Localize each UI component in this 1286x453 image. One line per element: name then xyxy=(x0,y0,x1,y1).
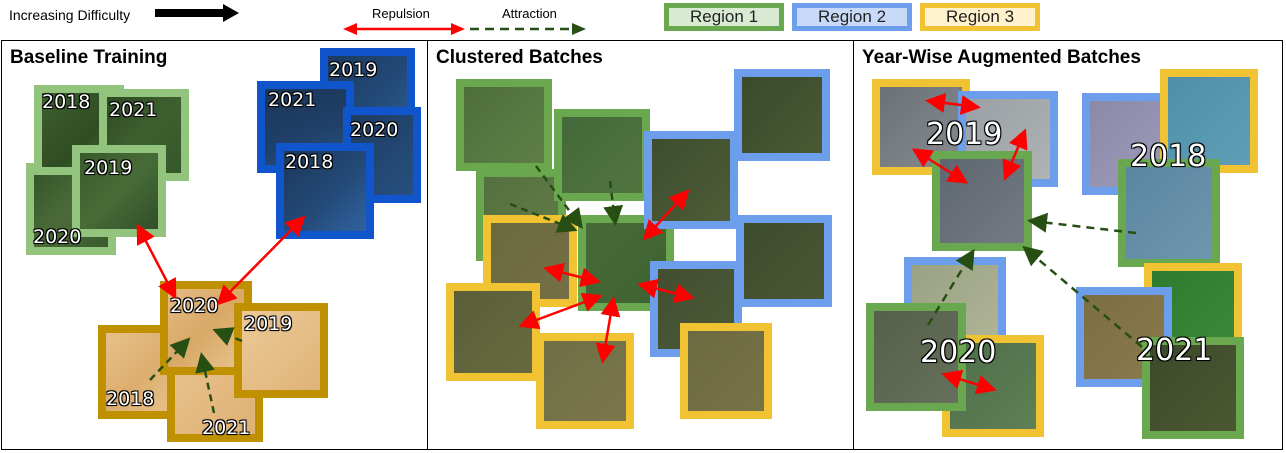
repulsion-arrow xyxy=(642,189,690,241)
year-wise-augmented-panel: Year-Wise Augmented Batches 2019 2018 20… xyxy=(853,40,1283,450)
repulsion-label: Repulsion xyxy=(372,6,430,21)
year-label: 2021 xyxy=(268,89,317,111)
desert-tile xyxy=(234,303,328,398)
region-1-tile xyxy=(554,109,650,201)
region-1-tile xyxy=(456,79,552,171)
year-label: 2021 xyxy=(109,99,158,121)
attraction-arrow xyxy=(534,165,583,230)
repulsion-arrow xyxy=(216,215,306,306)
repulsion-arrow xyxy=(637,278,695,304)
repulsion-arrow xyxy=(925,93,981,115)
baseline-arrows xyxy=(136,215,306,414)
repulsion-arrow xyxy=(136,223,177,300)
attraction-arrow xyxy=(1027,212,1137,235)
attraction-arrow xyxy=(509,202,578,233)
year-label: 2020 xyxy=(350,119,399,141)
difficulty-label: Increasing Difficulty xyxy=(9,7,131,23)
attraction-label: Attraction xyxy=(502,6,557,21)
attraction-arrow xyxy=(149,337,191,381)
year-label: 2019 xyxy=(84,157,133,179)
region-2-tile xyxy=(734,69,830,161)
year-label: 2018 xyxy=(42,91,91,113)
region-1-tile xyxy=(1118,159,1220,267)
year-label: 2019 xyxy=(329,59,378,81)
panel-title: Year-Wise Augmented Batches xyxy=(862,47,1141,68)
year-label: 2020 xyxy=(170,295,219,317)
year-label: 2019 xyxy=(244,313,293,335)
year-label: 2020 xyxy=(920,335,997,370)
baseline-training-panel: Baseline Training 2018 2021 2019 2020 20… xyxy=(1,40,428,450)
panel-title: Baseline Training xyxy=(10,47,168,68)
region-3-tile xyxy=(680,323,772,419)
region-1-label: Region 1 xyxy=(689,7,759,26)
year-label: 2018 xyxy=(285,151,334,173)
repulsion-arrow xyxy=(911,148,969,184)
difficulty-arrow-icon xyxy=(155,4,239,22)
region-2-badge: Region 2 xyxy=(792,3,912,31)
year-label: 2021 xyxy=(1136,333,1213,368)
forest-tile xyxy=(72,145,166,237)
repulsion-arrow xyxy=(518,292,603,330)
region-1-tile xyxy=(1142,337,1244,439)
region-3-badge: Region 3 xyxy=(920,3,1040,31)
year-label: 2018 xyxy=(106,388,155,410)
panel-title: Clustered Batches xyxy=(436,47,603,68)
year-label: 2019 xyxy=(926,117,1003,152)
region-2-label: Region 2 xyxy=(817,7,887,26)
repulsion-legend-arrow xyxy=(343,23,465,35)
yearwise-arrows xyxy=(911,93,1143,395)
attraction-arrow xyxy=(1022,245,1143,348)
year-label: 2020 xyxy=(33,226,82,248)
attraction-arrow xyxy=(212,327,243,346)
attraction-legend-arrow xyxy=(470,23,586,35)
repulsion-arrow xyxy=(595,296,621,364)
region-3-label: Region 3 xyxy=(945,7,1015,26)
attraction-arrow xyxy=(926,248,975,326)
year-label: 2018 xyxy=(1130,139,1207,174)
attraction-arrow xyxy=(195,352,216,414)
top-legend: Increasing Difficulty Repulsion Attracti… xyxy=(0,0,1286,40)
clustered-arrows xyxy=(509,165,695,364)
repulsion-arrow xyxy=(543,262,601,288)
attraction-arrow xyxy=(603,180,624,226)
year-label: 2021 xyxy=(202,417,251,439)
repulsion-arrow xyxy=(1002,128,1028,181)
clustered-batches-panel: Clustered Batches xyxy=(427,40,854,450)
repulsion-arrow xyxy=(941,369,997,395)
region-1-badge: Region 1 xyxy=(664,3,784,31)
